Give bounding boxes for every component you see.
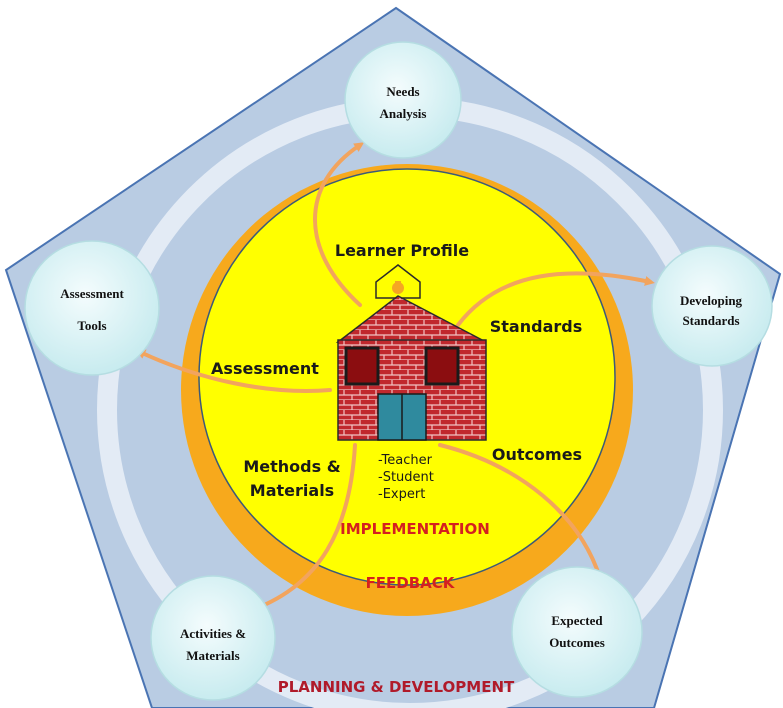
label-implementation: IMPLEMENTATION bbox=[340, 520, 490, 538]
label-methods-line-2: Materials bbox=[250, 481, 334, 500]
label-assessment: Assessment bbox=[211, 359, 319, 378]
role-student: -Student bbox=[378, 470, 434, 485]
role-teacher: -Teacher bbox=[378, 453, 433, 468]
expected-outcomes-line-1: Expected bbox=[551, 613, 603, 628]
developing-standards-line-1: Developing bbox=[680, 293, 743, 308]
arrow-to-developing-standards bbox=[456, 271, 655, 327]
needs-analysis-line-1: Needs bbox=[386, 84, 419, 99]
label-planning-development: PLANNING & DEVELOPMENT bbox=[278, 678, 515, 696]
node-activities-materials: Activities & Materials bbox=[150, 575, 276, 701]
label-learner-profile: Learner Profile bbox=[335, 241, 469, 260]
label-feedback: FEEDBACK bbox=[366, 574, 456, 592]
node-developing-standards: Developing Standards bbox=[651, 245, 773, 367]
label-methods-line-1: Methods & bbox=[243, 457, 340, 476]
label-standards: Standards bbox=[490, 317, 582, 336]
node-expected-outcomes: Expected Outcomes bbox=[511, 566, 643, 698]
role-expert: -Expert bbox=[378, 487, 425, 502]
activities-materials-line-1: Activities & bbox=[180, 626, 246, 641]
node-needs-analysis: Needs Analysis bbox=[344, 41, 462, 159]
arrow-to-needs-analysis bbox=[313, 142, 365, 307]
assessment-tools-line-1: Assessment bbox=[60, 286, 124, 301]
node-assessment-tools: Assessment Tools bbox=[24, 240, 160, 376]
activities-materials-line-2: Materials bbox=[186, 648, 239, 663]
needs-analysis-line-2: Analysis bbox=[380, 106, 427, 121]
assessment-tools-line-2: Tools bbox=[77, 318, 106, 333]
arrow-to-activities-materials bbox=[247, 443, 357, 613]
schoolhouse-icon bbox=[335, 264, 487, 441]
expected-outcomes-line-2: Outcomes bbox=[549, 635, 605, 650]
arrow-to-assessment-tools bbox=[135, 349, 332, 393]
arrow-to-expected-outcomes bbox=[438, 443, 604, 583]
cycle-arrows bbox=[135, 142, 655, 613]
label-outcomes: Outcomes bbox=[492, 445, 582, 464]
developing-standards-line-2: Standards bbox=[682, 313, 739, 328]
